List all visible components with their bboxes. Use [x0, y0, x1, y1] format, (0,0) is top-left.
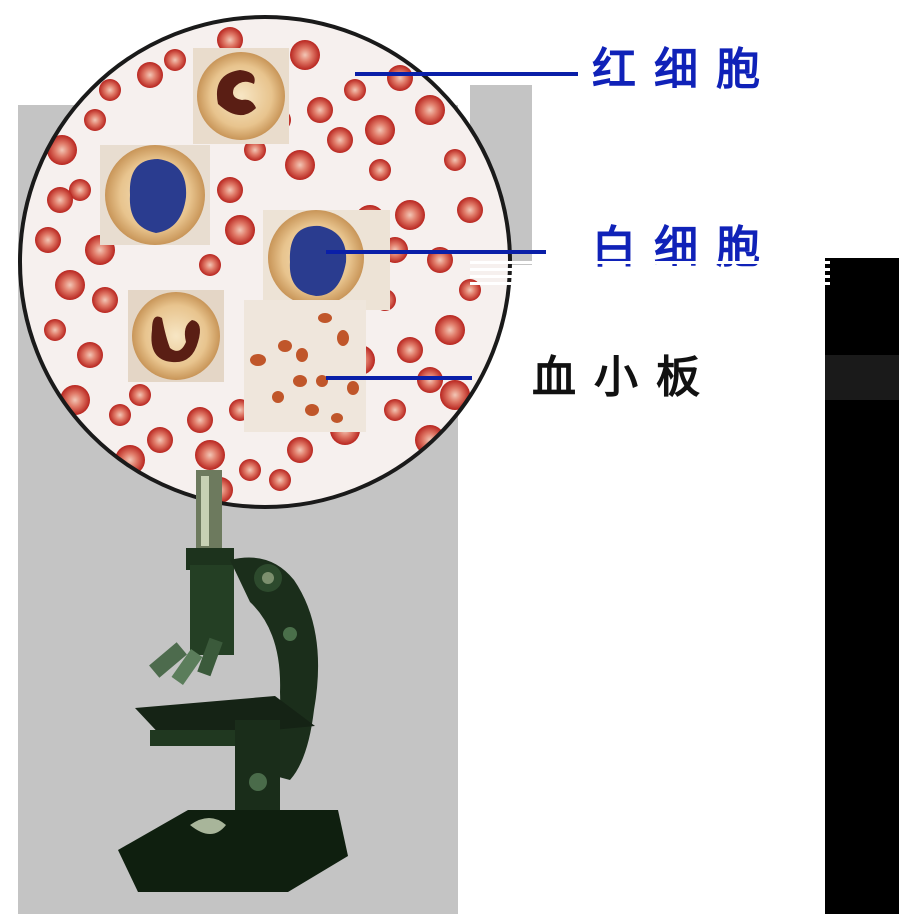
white-blood-cell-4 [128, 290, 224, 382]
red-blood-cell [137, 62, 163, 88]
red-blood-cell [69, 179, 91, 201]
microscope-icon [118, 470, 348, 892]
red-blood-cell [344, 79, 366, 101]
red-blood-cell [199, 254, 221, 276]
red-blood-cell [187, 407, 213, 433]
label-red-cell: 红细胞 [592, 44, 778, 95]
red-blood-cell [195, 440, 225, 470]
red-blood-cell [47, 135, 77, 165]
red-blood-cell [440, 380, 470, 410]
red-blood-cell [244, 139, 266, 161]
red-blood-cell [77, 342, 103, 368]
red-blood-cell [217, 27, 243, 53]
label-platelet: 血小板 [532, 352, 718, 403]
dark-band [825, 355, 899, 400]
red-blood-cell [92, 287, 118, 313]
red-blood-cell [285, 150, 315, 180]
red-blood-cell [55, 270, 85, 300]
red-blood-cell [415, 95, 445, 125]
white-blood-cell-2 [100, 145, 210, 245]
red-blood-cell [444, 149, 466, 171]
red-blood-cell [129, 384, 151, 406]
red-blood-cell [44, 319, 66, 341]
red-blood-cell [395, 200, 425, 230]
red-blood-cell [109, 404, 131, 426]
red-blood-cell [269, 469, 291, 491]
red-blood-cell [307, 97, 333, 123]
red-blood-cell [365, 115, 395, 145]
red-blood-cell [217, 177, 243, 203]
red-blood-cell [384, 399, 406, 421]
red-blood-cell [369, 159, 391, 181]
white-blood-cell-1 [193, 48, 289, 144]
red-blood-cell [147, 427, 173, 453]
red-blood-cell [387, 65, 413, 91]
red-blood-cell [99, 79, 121, 101]
scanline-artifact [470, 255, 830, 290]
white-blood-cell-3 [263, 210, 390, 310]
red-blood-cell [397, 337, 423, 363]
red-blood-cell [84, 109, 106, 131]
red-blood-cell [457, 197, 483, 223]
red-blood-cell [225, 215, 255, 245]
red-blood-cell [47, 187, 73, 213]
red-blood-cell [35, 227, 61, 253]
red-blood-cell [327, 127, 353, 153]
red-blood-cell [435, 315, 465, 345]
red-blood-cell [287, 437, 313, 463]
red-blood-cell [290, 40, 320, 70]
platelets [244, 300, 366, 432]
red-blood-cell [239, 459, 261, 481]
red-blood-cell [164, 49, 186, 71]
